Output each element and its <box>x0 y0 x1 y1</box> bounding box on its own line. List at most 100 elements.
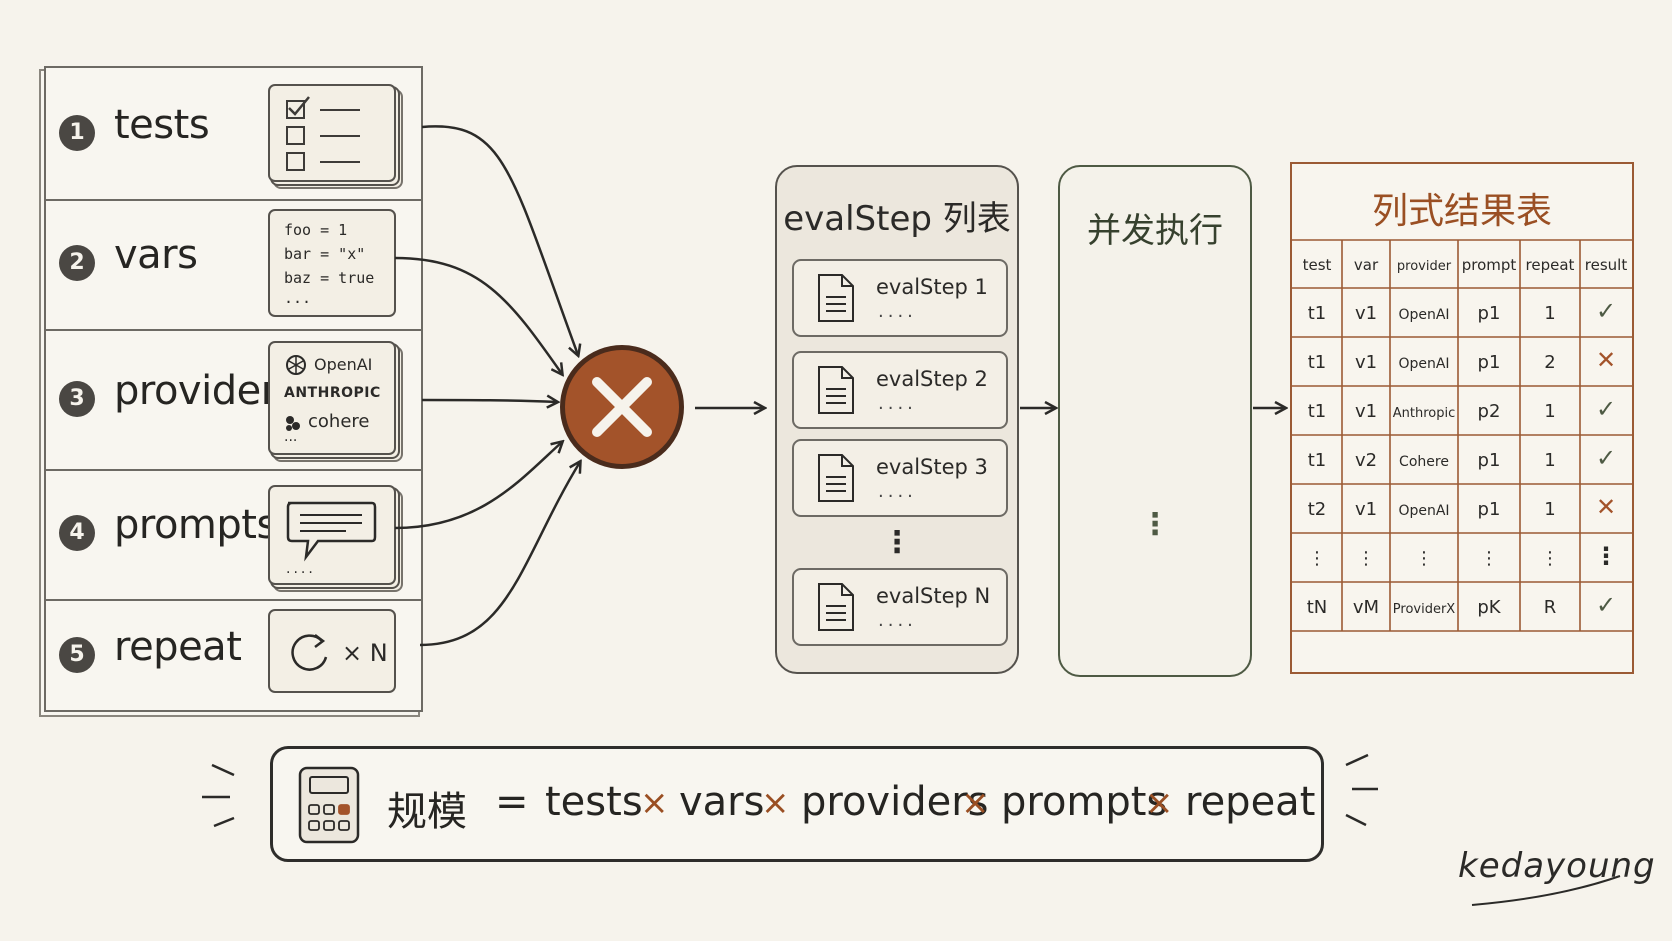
table-cell: 1 <box>1544 303 1555 324</box>
evalstep-list-panel: evalStep 列表 evalStep 1 .... evalStep 2 .… <box>775 165 1019 674</box>
prompts-card: .... <box>268 485 396 585</box>
document-icon <box>818 583 854 631</box>
step-number: 3 <box>59 381 95 417</box>
repeat-count: × N <box>342 639 388 667</box>
table-cell: R <box>1544 597 1557 618</box>
parallel-execution-panel: 并发执行 ⋮ <box>1058 165 1252 677</box>
table-cell: ✓ <box>1596 591 1616 619</box>
table-cell: ⋮ <box>1357 548 1375 569</box>
chat-bubble-icon <box>286 501 377 562</box>
input-row-providers: 3 providers OpenAI ANTHROPIC cohere ... <box>46 329 421 471</box>
formula-multiply: × <box>761 783 790 823</box>
input-label-repeat: repeat <box>114 624 242 670</box>
formula-term-providers: providers <box>801 779 989 825</box>
provider-openai: OpenAI <box>314 355 373 374</box>
table-cell: ✓ <box>1596 395 1616 423</box>
table-cell: ⋮ <box>1415 548 1433 569</box>
table-cell: v1 <box>1355 499 1377 520</box>
table-cell: v2 <box>1355 450 1377 471</box>
emphasis-strokes <box>202 753 1378 828</box>
formula-multiply: × <box>1145 783 1174 823</box>
evalstep-name: evalStep 3 <box>876 455 988 479</box>
document-icon <box>818 366 854 414</box>
table-cell: ✓ <box>1596 297 1616 325</box>
table-header-repeat: repeat <box>1526 256 1575 274</box>
table-header-result: result <box>1585 256 1628 274</box>
provider-cohere: cohere <box>308 411 370 432</box>
var-line: ... <box>284 289 312 307</box>
signature-underline <box>1471 875 1621 906</box>
formula-term-vars: vars <box>679 779 765 825</box>
refresh-icon <box>291 634 328 671</box>
multiply-icon <box>592 377 652 437</box>
provider-anthropic: ANTHROPIC <box>284 385 381 401</box>
table-cell: pK <box>1477 597 1501 618</box>
evalstep-name: evalStep 1 <box>876 275 988 299</box>
table-header-var: var <box>1354 256 1379 274</box>
table-cell: Cohere <box>1399 454 1449 470</box>
table-cell: p2 <box>1478 401 1501 422</box>
formula-equals: = <box>495 779 529 825</box>
table-cell: t1 <box>1308 352 1327 373</box>
document-icon <box>818 454 854 502</box>
table-cell: ProviderX <box>1393 602 1456 617</box>
formula-label: 规模 <box>387 789 467 835</box>
evalstep-card: evalStep 1 .... <box>792 259 1008 337</box>
input-row-repeat: 5 repeat × N <box>46 599 421 710</box>
evalstep-name: evalStep 2 <box>876 367 988 391</box>
table-cell: vM <box>1353 597 1379 618</box>
table-cell: OpenAI <box>1398 503 1449 519</box>
input-row-prompts: 4 prompts .... <box>46 469 421 601</box>
table-cell: v1 <box>1355 352 1377 373</box>
multiply-node <box>560 345 684 469</box>
evalstep-dots: .... <box>878 393 917 414</box>
checklist-icon <box>268 84 396 182</box>
evalstep-list-title: evalStep 列表 <box>783 199 1011 239</box>
formula-term-repeat: repeat <box>1185 779 1316 825</box>
results-table-title: 列式结果表 <box>1371 191 1552 232</box>
vars-card: foo = 1 bar = "x" baz = true ... <box>268 209 396 317</box>
evalstep-card: evalStep 3 .... <box>792 439 1008 517</box>
table-cell: 2 <box>1544 352 1555 373</box>
calculator-icon <box>298 766 360 844</box>
table-cell: ✕ <box>1596 493 1616 521</box>
var-line: foo = 1 <box>284 221 348 239</box>
formula-multiply: × <box>640 783 669 823</box>
formula-term-prompts: prompts <box>1001 779 1168 825</box>
var-line: baz = true <box>284 269 375 287</box>
table-cell: OpenAI <box>1398 307 1449 323</box>
input-row-tests: 1 tests <box>46 68 421 201</box>
table-header-prompt: prompt <box>1462 256 1517 274</box>
repeat-card: × N <box>268 609 396 693</box>
table-cell: p1 <box>1478 450 1501 471</box>
table-cell: p1 <box>1478 499 1501 520</box>
table-cell: ⋮ <box>1594 542 1618 570</box>
table-cell: 1 <box>1544 450 1555 471</box>
table-cell: tN <box>1307 597 1328 618</box>
evalstep-dots: .... <box>878 610 917 631</box>
checkmark-icon <box>288 96 310 116</box>
table-cell: ⋮ <box>1480 548 1498 569</box>
table-cell: ⋮ <box>1308 548 1326 569</box>
openai-logo-icon <box>286 355 306 375</box>
evalstep-dots: .... <box>878 301 917 322</box>
evalstep-ellipsis: ⋮ <box>882 525 912 560</box>
table-cell: t1 <box>1308 401 1327 422</box>
scale-formula-bar: 规模 = tests × vars × providers × prompts … <box>270 746 1324 862</box>
author-signature: kedayoung <box>1458 846 1656 886</box>
table-cell: 1 <box>1544 401 1555 422</box>
table-cell: Anthropic <box>1393 406 1456 421</box>
input-label-vars: vars <box>114 232 198 278</box>
table-cell: t2 <box>1308 499 1327 520</box>
table-cell: ✕ <box>1596 346 1616 374</box>
input-dimensions-panel: 1 tests 2 vars foo = 1 bar = "x" baz = t… <box>44 66 423 712</box>
table-cell: t1 <box>1308 303 1327 324</box>
table-cell: t1 <box>1308 450 1327 471</box>
table-cell: v1 <box>1355 401 1377 422</box>
table-header-provider: provider <box>1397 259 1452 274</box>
step-number: 4 <box>59 515 95 551</box>
table-cell: 1 <box>1544 499 1555 520</box>
evalstep-card: evalStep 2 .... <box>792 351 1008 429</box>
table-header-test: test <box>1303 256 1332 274</box>
parallel-ellipsis: ⋮ <box>1140 507 1170 542</box>
